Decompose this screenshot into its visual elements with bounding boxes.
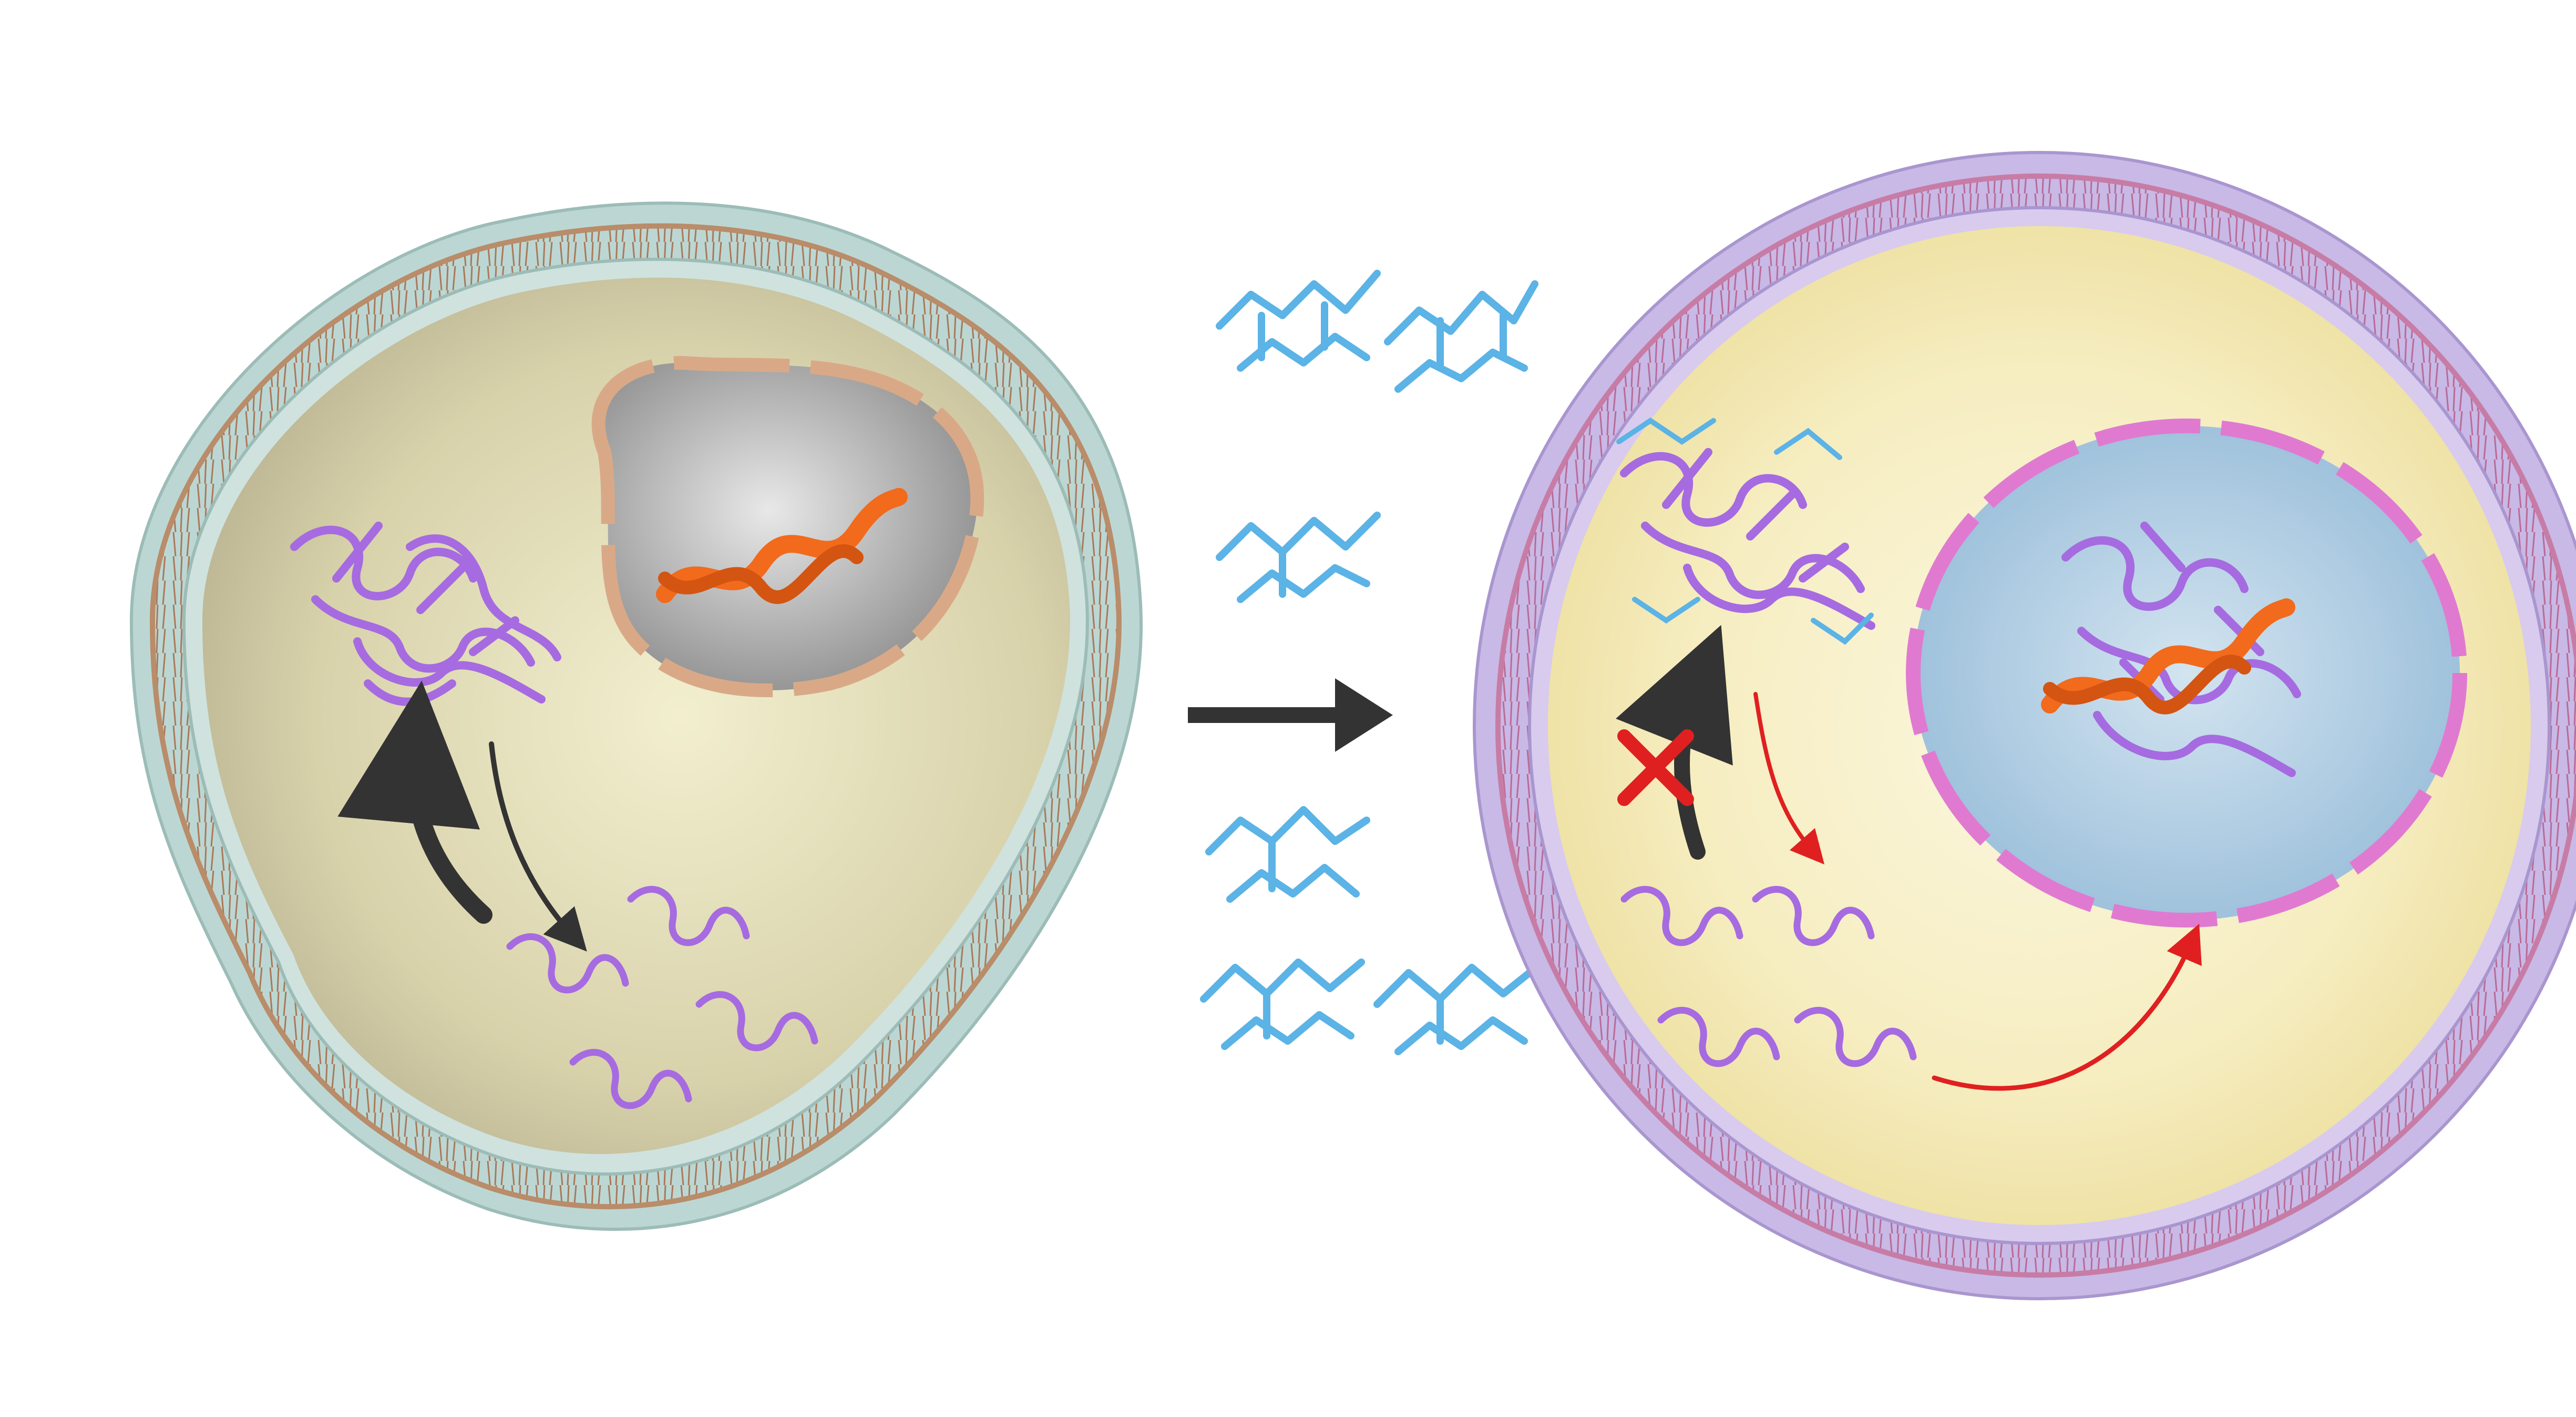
left-cell bbox=[131, 203, 1141, 1229]
right-cell bbox=[1474, 152, 2576, 1299]
transition-arrow-icon bbox=[1188, 678, 1393, 752]
ligand-molecule-icon bbox=[1377, 967, 1530, 1052]
ligand-molecule-icon bbox=[1219, 273, 1377, 368]
ligand-molecule-icon bbox=[1388, 284, 1535, 389]
right-nucleus bbox=[1913, 426, 2460, 920]
ligand-molecule-icon bbox=[1204, 962, 1361, 1046]
ligand-molecule-icon bbox=[1219, 515, 1377, 599]
ligand-molecule-icon bbox=[1209, 810, 1367, 899]
